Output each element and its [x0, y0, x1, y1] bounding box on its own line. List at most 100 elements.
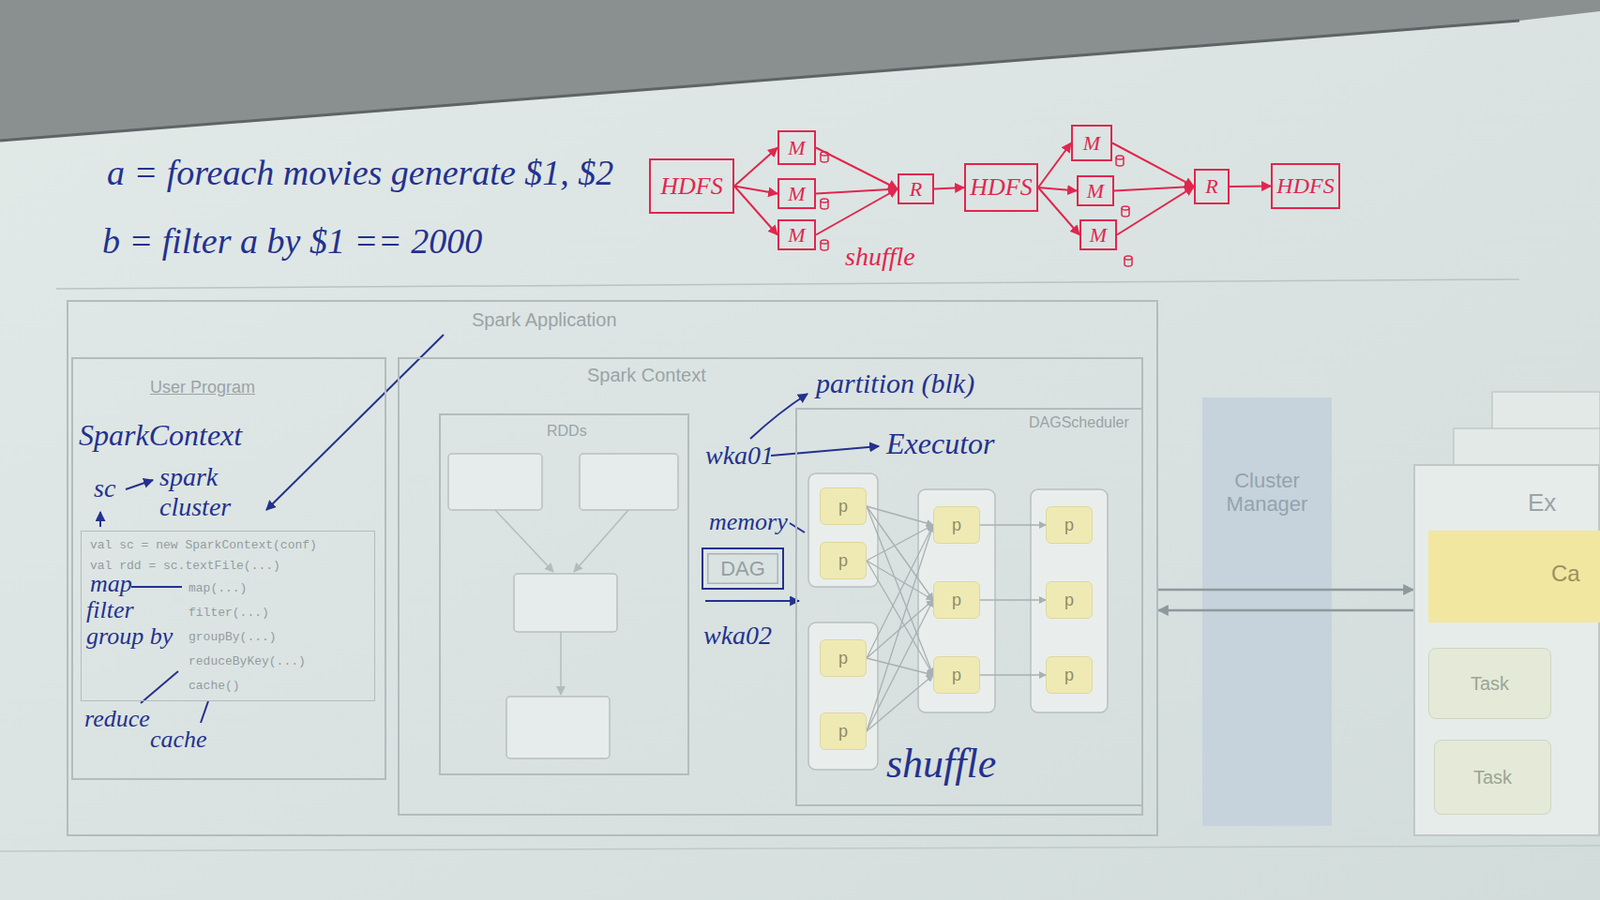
connector-arrow — [1038, 143, 1072, 189]
leader-line — [131, 586, 182, 589]
partition-box: p — [933, 656, 981, 695]
node-label: p — [1064, 665, 1074, 686]
node-label: DAG — [720, 557, 766, 581]
node-label: p — [951, 665, 962, 686]
leader-line — [770, 446, 879, 456]
leader-line — [140, 671, 179, 704]
disk-icon — [820, 198, 829, 203]
rdd-box — [513, 573, 618, 633]
partition-box: p — [819, 542, 867, 580]
disk-icon — [1121, 208, 1130, 217]
spark-context-box: Spark ContextRDDsDAG DAGScheduler p p p p p p p p… — [397, 357, 1144, 816]
code-line: filter(...) — [188, 606, 270, 621]
partition-box: p — [933, 581, 981, 619]
handwritten-note: SparkContext — [78, 418, 242, 453]
stage-box — [918, 489, 996, 713]
mapreduce-box: HDFS — [1270, 163, 1341, 210]
disk-icon — [820, 200, 829, 210]
handwritten-note: shuffle — [886, 740, 997, 789]
cluster-manager-band: Cluster Manager — [1202, 397, 1332, 827]
connector-arrow — [815, 148, 898, 190]
node-label: p — [1064, 590, 1074, 611]
stage-box — [1030, 489, 1108, 713]
rdd-arrow — [495, 510, 554, 573]
partition-box: p — [819, 487, 867, 526]
node-label: Task — [1473, 767, 1512, 789]
leader-line — [125, 480, 153, 490]
connector-arrow — [934, 187, 965, 190]
connector-arrow — [1038, 187, 1080, 236]
mapreduce-box: M — [1079, 219, 1117, 251]
connector-arrow — [815, 189, 898, 236]
node-label: R — [909, 177, 922, 201]
connector-arrow — [980, 599, 1046, 601]
node-label: M — [1083, 131, 1101, 155]
connector-arrow — [866, 600, 934, 732]
rdd-box — [448, 453, 543, 511]
leader-line — [750, 393, 808, 439]
node-label: HDFS — [660, 172, 723, 201]
connector-arrow — [1116, 186, 1194, 236]
disk-icon — [1124, 256, 1133, 260]
node-label: HDFS — [969, 173, 1032, 202]
handwritten-note: partition (blk) — [815, 367, 975, 401]
node-label: p — [951, 590, 962, 611]
mapreduce-box: M — [777, 130, 816, 166]
node-label: M — [1089, 223, 1107, 247]
connector-arrow — [1229, 185, 1271, 189]
connector-arrow — [866, 506, 934, 676]
dag-box: DAG — [701, 547, 785, 590]
disk-icon — [1121, 206, 1130, 211]
node-label: HDFS — [1276, 173, 1334, 200]
connector-arrow — [866, 525, 934, 659]
node-label: p — [951, 515, 962, 536]
node-label: p — [1064, 515, 1074, 536]
node-label: Spark Context — [587, 364, 707, 387]
leader-line — [266, 334, 444, 511]
node-label: Ex — [1527, 489, 1556, 518]
handwritten-note: b = filter a by $1 == 2000 — [102, 221, 483, 263]
handwritten-note: group by — [86, 622, 173, 651]
rdd-box — [506, 696, 610, 759]
rdd-arrow — [573, 510, 629, 573]
task-box: Task — [1433, 739, 1552, 816]
node-label: Cluster Manager — [1202, 468, 1332, 517]
connector-arrow — [1158, 609, 1414, 613]
node-label: p — [838, 497, 848, 517]
node-label: Spark Application — [471, 309, 618, 332]
code-line: reduceByKey(...) — [188, 655, 306, 670]
node-label: M — [787, 181, 805, 206]
mapreduce-box: R — [897, 173, 935, 205]
disk-icon — [820, 153, 829, 163]
connector-arrow — [734, 186, 778, 236]
cluster-manager-band — [1202, 397, 1332, 827]
node-label: M — [1086, 179, 1104, 203]
disk-icon — [1124, 257, 1133, 267]
code-line: groupBy(...) — [188, 631, 277, 646]
leader-line — [200, 701, 209, 724]
connector-arrow — [980, 524, 1046, 526]
handwritten-note: memory — [709, 508, 788, 537]
cache-box: Ca — [1428, 530, 1600, 623]
mapreduce-box: M — [1076, 175, 1115, 207]
node-label: RDDs — [546, 422, 588, 440]
connector-arrow — [866, 560, 934, 601]
leader-line — [789, 523, 805, 533]
connector-arrow — [866, 525, 934, 732]
connector-arrow — [866, 506, 934, 526]
node-label: p — [838, 649, 848, 669]
handwritten-note: filter — [86, 596, 135, 625]
handwritten-note: map — [90, 570, 133, 599]
disk-icon — [1116, 155, 1124, 160]
node-label: DAGScheduler — [1028, 414, 1130, 432]
handwritten-note: Executor — [886, 426, 996, 462]
connector-arrow — [866, 560, 934, 676]
connector-arrow — [1038, 187, 1077, 192]
connector-arrow — [866, 506, 934, 601]
handwritten-note: reduce — [84, 705, 151, 734]
partition-box: p — [819, 639, 867, 678]
node-label: M — [787, 223, 805, 247]
rdds-box: RDDs — [438, 413, 690, 776]
board-frame — [0, 20, 1520, 141]
